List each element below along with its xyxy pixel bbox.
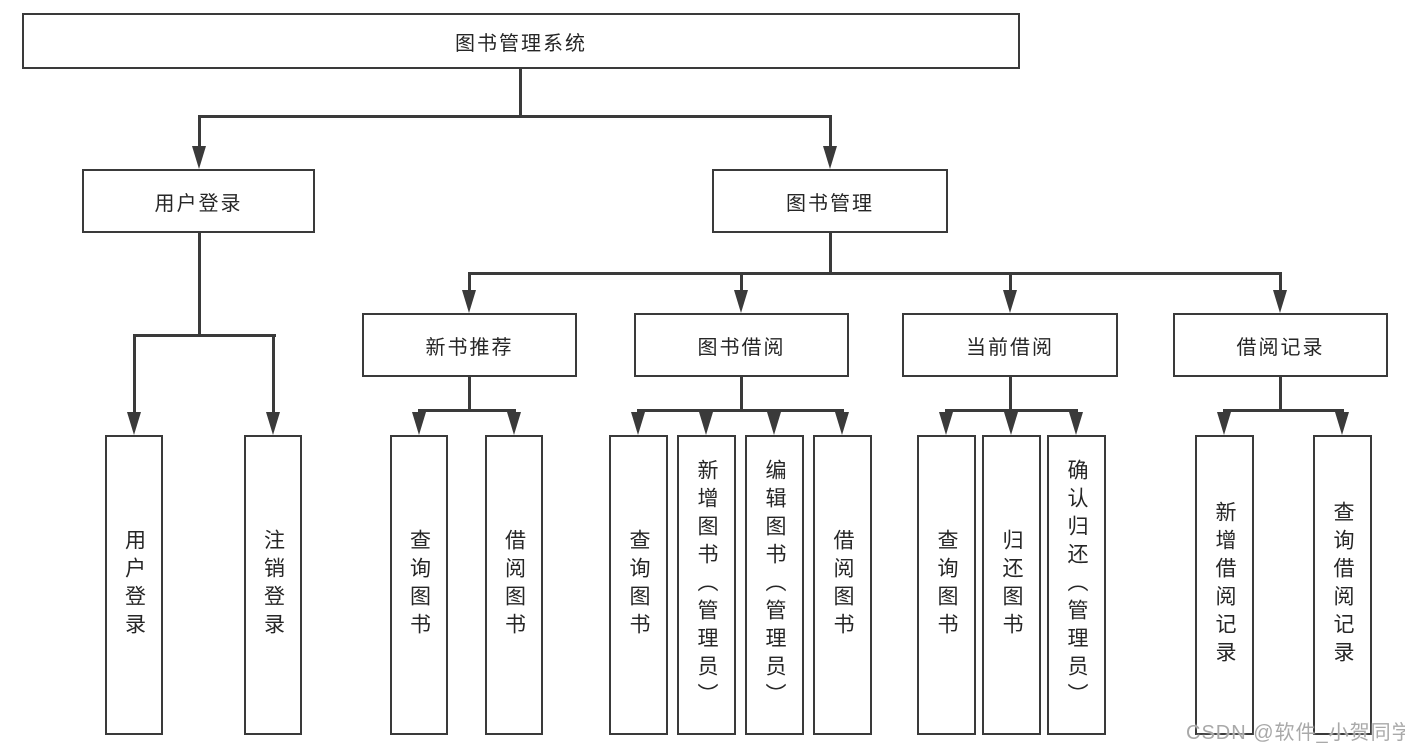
connector-line [132, 334, 136, 416]
node-book-management: 图书管理 [712, 169, 948, 233]
connector-line [1008, 377, 1012, 412]
node-book-borrow: 图书借阅 [634, 313, 849, 377]
leaf-query-borrow-record-label: 查询借阅记录 [1331, 501, 1354, 669]
leaf-confirm-return-admin: 确认归还（管理员） [1047, 435, 1106, 735]
connector-line [468, 272, 1282, 275]
connector-line [1279, 377, 1282, 412]
leaf-confirm-return-admin-label: 确认归还（管理员） [1065, 459, 1088, 711]
connector-arrowhead [506, 412, 521, 435]
node-borrow-records: 借阅记录 [1173, 313, 1388, 377]
leaf-edit-books-admin-label: 编辑图书（管理员） [763, 459, 786, 711]
connector-line [519, 69, 522, 118]
leaf-add-borrow-record-label: 新增借阅记录 [1213, 501, 1236, 669]
connector-line [1279, 272, 1282, 294]
connector-arrowhead [734, 290, 748, 313]
connector-line [132, 334, 276, 337]
connector-arrowhead [1335, 412, 1349, 435]
node-borrow-records-label: 借阅记录 [1236, 336, 1325, 359]
leaf-borrow-books-label: 借阅图书 [831, 529, 854, 641]
leaf-return-books: 归还图书 [982, 435, 1041, 735]
node-book-management-label: 图书管理 [786, 192, 874, 215]
node-new-book-recommend-label: 新书推荐 [425, 336, 514, 359]
leaf-query-borrow-record: 查询借阅记录 [1313, 435, 1372, 735]
leaf-query-books-borrow: 查询图书 [609, 435, 668, 735]
connector-line [828, 233, 832, 275]
connector-arrowhead [939, 412, 953, 435]
leaf-return-books-label: 归还图书 [1000, 529, 1023, 641]
node-new-book-recommend: 新书推荐 [362, 313, 577, 377]
connector-arrowhead [767, 412, 781, 435]
leaf-query-books-borrow-label: 查询图书 [627, 529, 650, 641]
leaf-query-books-current: 查询图书 [917, 435, 976, 735]
connector-arrowhead [265, 412, 280, 435]
connector-arrowhead [631, 412, 645, 435]
connector-line [197, 115, 832, 118]
leaf-borrow-books-recommend-label: 借阅图书 [502, 529, 526, 641]
connector-arrowhead [822, 146, 837, 169]
node-current-borrow-label: 当前借阅 [966, 336, 1054, 359]
leaf-query-books-recommend: 查询图书 [390, 435, 448, 735]
connector-arrowhead [835, 412, 849, 435]
connector-line [1223, 409, 1344, 412]
leaf-logout: 注销登录 [244, 435, 302, 735]
leaf-logout-label: 注销登录 [261, 529, 285, 641]
connector-line [271, 334, 275, 416]
connector-arrowhead [1217, 412, 1231, 435]
leaf-borrow-books: 借阅图书 [813, 435, 872, 735]
leaf-edit-books-admin: 编辑图书（管理员） [745, 435, 804, 735]
connector-arrowhead [462, 290, 476, 313]
connector-arrowhead [126, 412, 141, 435]
connector-arrowhead [1069, 412, 1083, 435]
connector-arrowhead [191, 146, 206, 169]
leaf-query-books-current-label: 查询图书 [935, 529, 958, 641]
connector-arrowhead [699, 412, 713, 435]
connector-arrowhead [1002, 290, 1017, 313]
node-book-borrow-label: 图书借阅 [697, 336, 786, 359]
node-root-label: 图书管理系统 [455, 32, 587, 55]
connector-line [468, 377, 471, 412]
leaf-add-books-admin: 新增图书（管理员） [677, 435, 736, 735]
connector-line [197, 115, 201, 149]
csdn-watermark: CSDN @软件_小贺同学 [1186, 722, 1405, 744]
leaf-user-login: 用户登录 [105, 435, 163, 735]
connector-line [637, 409, 844, 412]
node-current-borrow: 当前借阅 [902, 313, 1118, 377]
connector-arrowhead [1273, 290, 1287, 313]
connector-line [1008, 272, 1012, 294]
connector-arrowhead [411, 412, 426, 435]
connector-line [945, 409, 1078, 412]
connector-line [468, 272, 471, 294]
connector-line [740, 272, 743, 294]
leaf-query-books-recommend-label: 查询图书 [407, 529, 431, 641]
leaf-add-books-admin-label: 新增图书（管理员） [695, 459, 718, 711]
connector-line [197, 233, 201, 336]
node-user-login: 用户登录 [82, 169, 315, 233]
leaf-borrow-books-recommend: 借阅图书 [485, 435, 543, 735]
leaf-add-borrow-record: 新增借阅记录 [1195, 435, 1254, 735]
connector-line [740, 377, 743, 412]
node-user-login-label: 用户登录 [154, 192, 243, 215]
node-root: 图书管理系统 [22, 13, 1020, 69]
connector-line [828, 115, 832, 149]
leaf-user-login-label: 用户登录 [122, 529, 146, 641]
connector-line [417, 409, 516, 412]
connector-arrowhead [1004, 412, 1018, 435]
